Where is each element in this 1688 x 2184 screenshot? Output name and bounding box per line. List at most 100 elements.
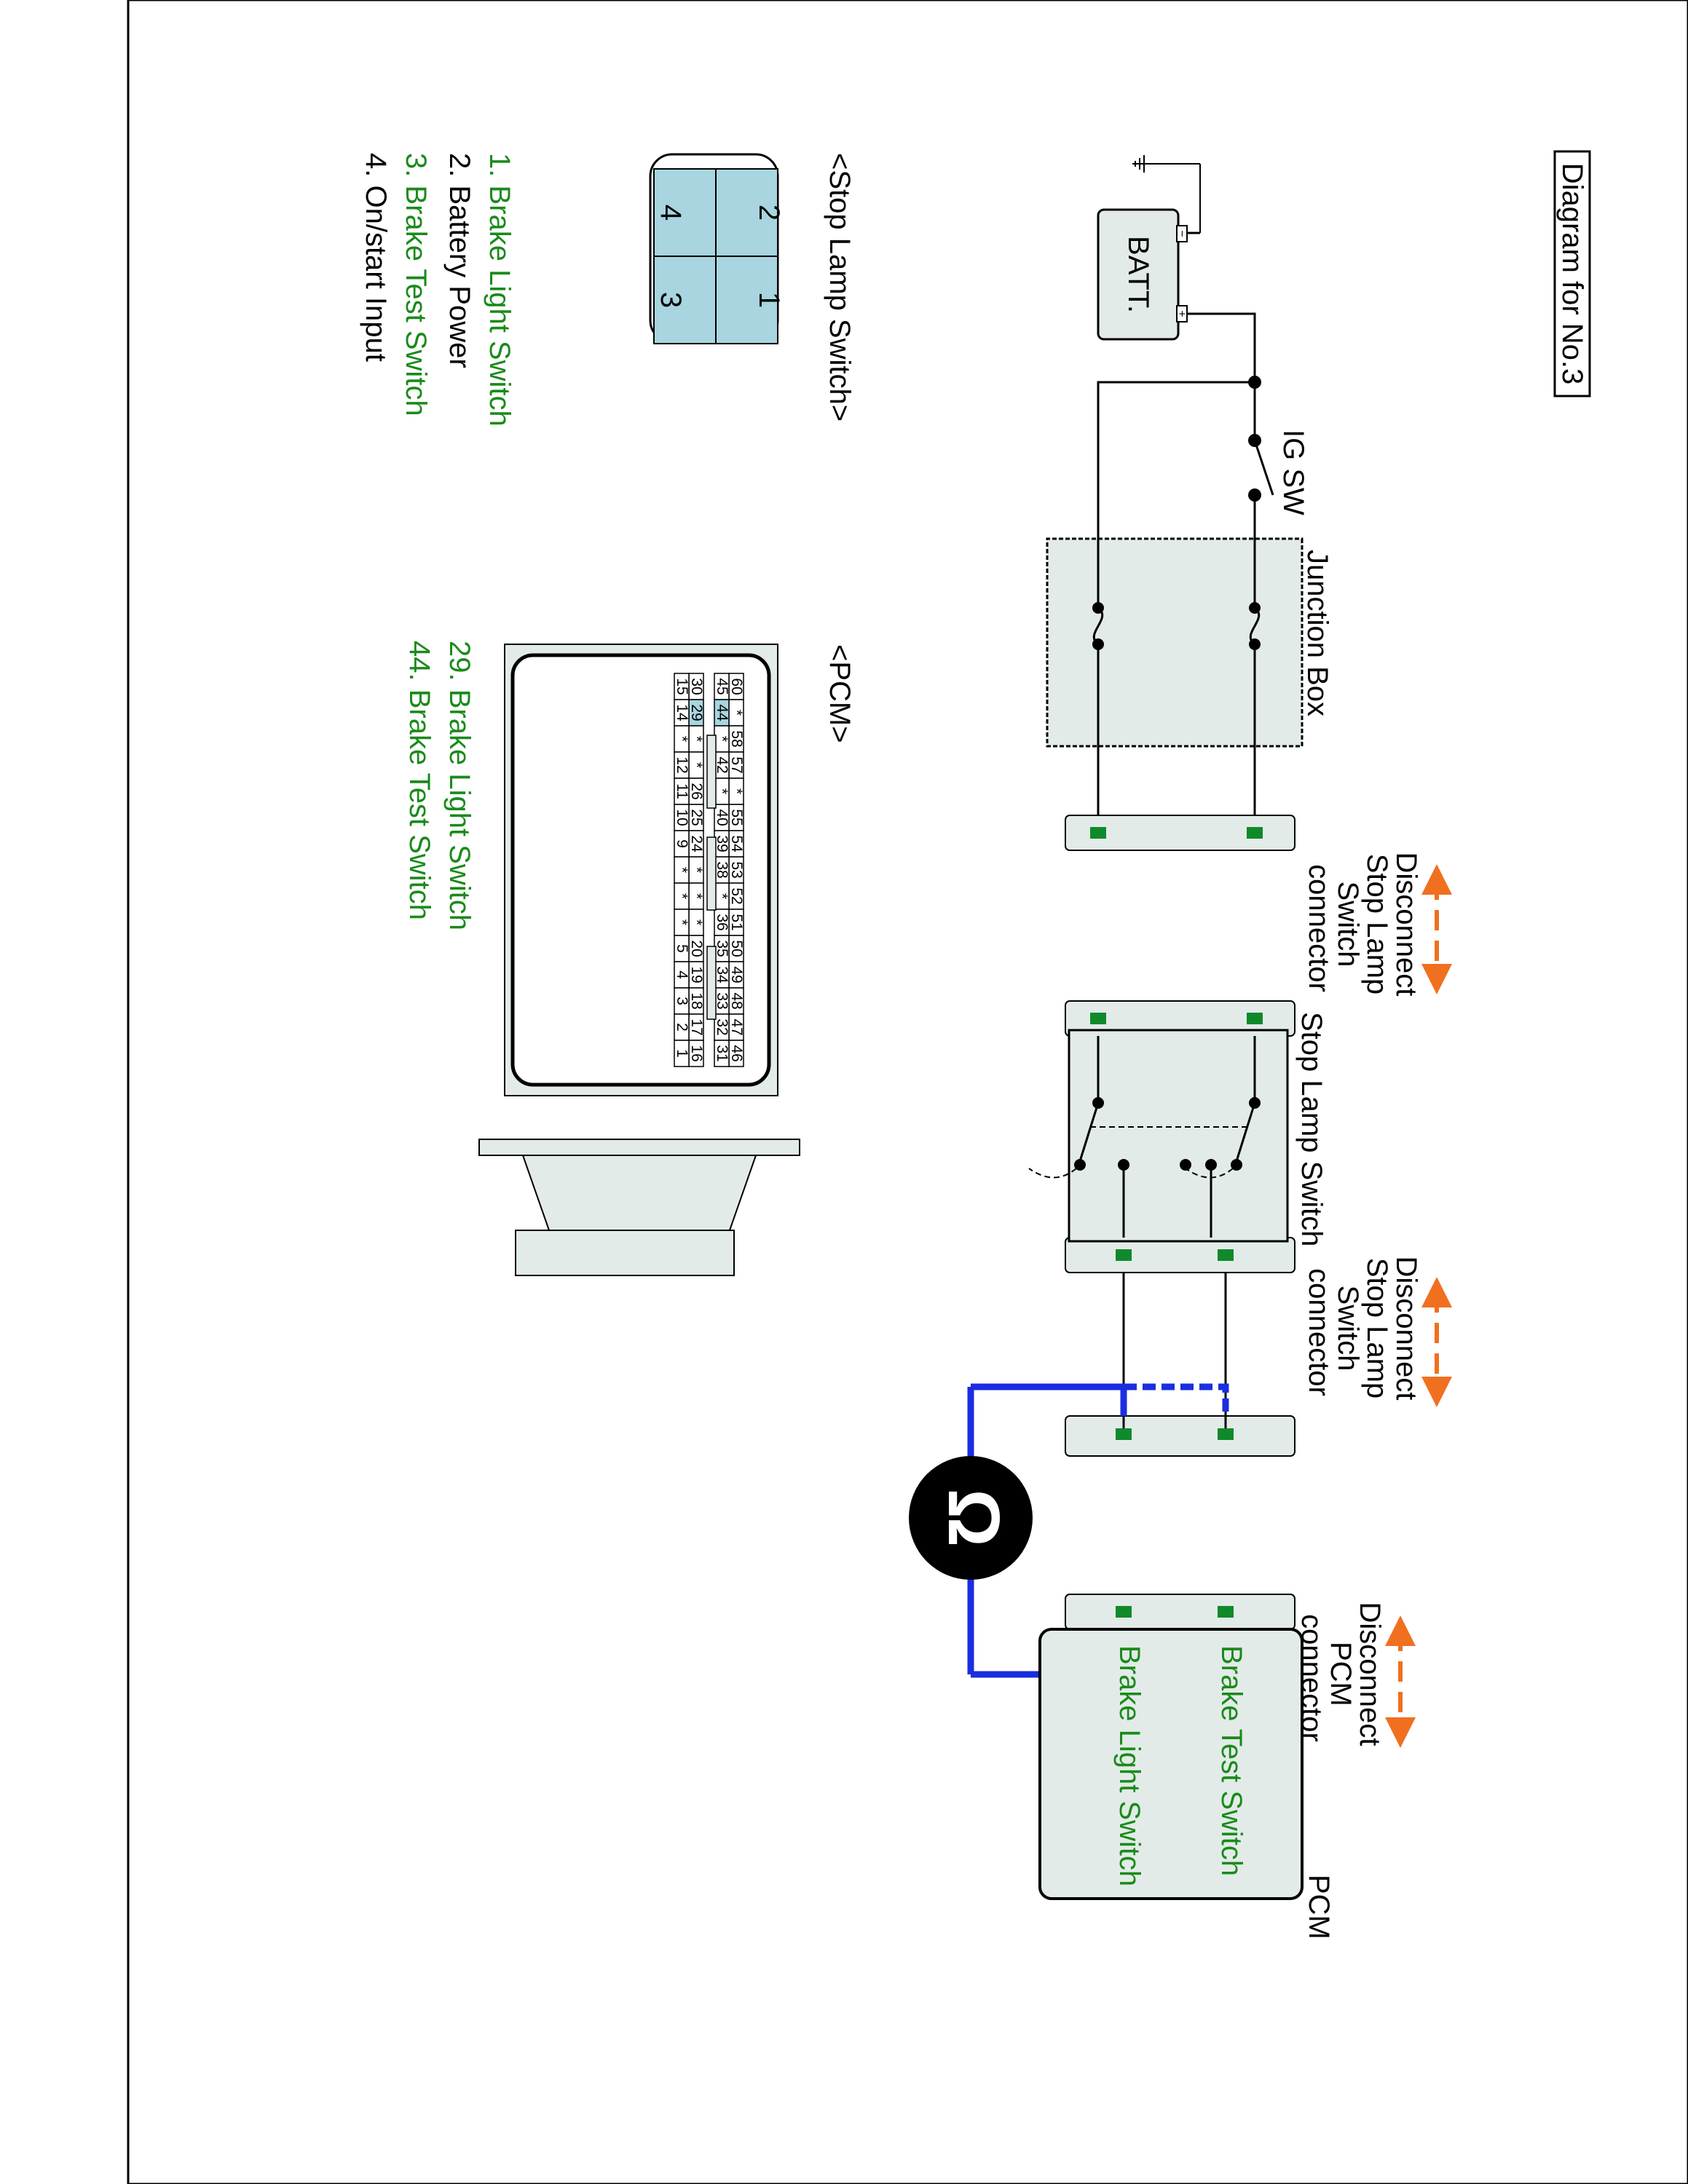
stop-lamp-legend: 1. Brake Light Switch 2. Battery Power 3…	[360, 153, 516, 427]
pcm-pin-label: 50	[728, 940, 745, 957]
pcm-pin-cell	[714, 1040, 730, 1067]
pcm-pin-label: *	[674, 893, 690, 899]
pcm-pin-label: 15	[674, 678, 690, 695]
pcm-pin-label: *	[674, 919, 690, 925]
pcm-key-slot	[706, 836, 717, 911]
pcm-pin-label: 58	[728, 730, 745, 747]
diagram-title: Diagram for No.3	[1553, 150, 1591, 397]
pcm-pin-label: 18	[688, 992, 705, 1009]
stop-lamp-connector: <Stop Lamp Switch> 2 1 4 3	[649, 153, 856, 422]
pcm-pin-label: *	[714, 788, 730, 794]
svg-text:<Stop Lamp Switch>: <Stop Lamp Switch>	[824, 153, 856, 422]
batt-label: BATT.	[1122, 236, 1154, 313]
pcm-pin-label: *	[688, 867, 705, 873]
svg-text:Diagram for No.3: Diagram for No.3	[1556, 163, 1588, 385]
pcm-pin-label: 53	[728, 861, 745, 878]
harness-wires	[1122, 1273, 1227, 1428]
battery: − + BATT.	[1097, 208, 1188, 341]
svg-text:IG SW: IG SW	[1277, 430, 1309, 515]
pcm-pin-label: *	[728, 788, 745, 794]
pcm-pin-label: *	[688, 762, 705, 768]
pcm-pin-label: 25	[688, 809, 705, 826]
svg-text:3: 3	[655, 292, 687, 308]
pcm-pin-label: 60	[728, 678, 745, 695]
pcm-pin-label: 26	[688, 783, 705, 799]
pcm-pin-label: 32	[714, 1018, 730, 1035]
stop-lamp-pin-grid	[653, 168, 778, 344]
pcm-pin-label: 3	[674, 997, 690, 1005]
junction-box: Junction Box	[1046, 537, 1333, 815]
pcm-pin-label: 54	[728, 835, 745, 852]
svg-text:Brake Test Switch: Brake Test Switch	[1215, 1645, 1247, 1876]
pcm-pin-label: 16	[688, 1045, 705, 1061]
pcm-pin-label: *	[714, 736, 730, 742]
ig-switch: IG SW	[1248, 376, 1309, 515]
pcm-pin-label: 2	[674, 1023, 690, 1032]
pcm-pin-label: 52	[728, 887, 745, 904]
pcm-pin-label: 17	[688, 1018, 705, 1035]
pcm-pin-label: 20	[688, 940, 705, 957]
pcm-pin-label: 44	[714, 704, 730, 721]
pcm-pin-label: 1	[674, 1049, 690, 1058]
pcm-pin-label: 40	[714, 809, 730, 826]
pcm-pin-label: 33	[714, 992, 730, 1009]
pcm-key-slot	[706, 735, 717, 809]
pcm-pin-label: 39	[714, 835, 730, 852]
pcm-pin-cell	[674, 1040, 690, 1067]
disconnect-marker-2: Disconnect Stop Lamp Switch connector	[1303, 1257, 1452, 1409]
svg-text:44. Brake Test Switch: 44. Brake Test Switch	[403, 641, 435, 920]
svg-text:PCM: PCM	[1303, 1875, 1335, 1939]
pcm-pin-label: 24	[688, 835, 705, 852]
svg-text:+: +	[1175, 310, 1188, 317]
ohmmeter-icon: Ω	[909, 1456, 1033, 1580]
svg-text:29. Brake Light Switch: 29. Brake Light Switch	[443, 641, 476, 930]
pcm-pin-label: 47	[728, 1018, 745, 1035]
page-border	[127, 0, 1688, 2184]
svg-text:Brake Light Switch: Brake Light Switch	[1113, 1645, 1145, 1886]
pcm-pin-label: *	[688, 919, 705, 925]
pcm-pin-label: 48	[728, 992, 745, 1009]
pcm-pin-label: 30	[688, 678, 705, 695]
pcm-pin-label: 51	[728, 914, 745, 930]
pcm-connector: <PCM> 60*5857*555453525150494847464544*4…	[478, 644, 856, 1276]
pcm-pin-label: *	[728, 710, 745, 716]
pcm-pin-label: 14	[674, 704, 690, 721]
svg-text:Disconnect PCM: Disconnect PCM connector	[1295, 1602, 1386, 1754]
stop-lamp-switch: Stop Lamp Switch	[1028, 1012, 1328, 1246]
disconnect-marker-3: Disconnect PCM connector	[1295, 1602, 1416, 1754]
pcm-pin-label: 49	[728, 966, 745, 983]
pcm-pin-label: *	[674, 736, 690, 742]
svg-text:3. Brake Test Switch: 3. Brake Test Switch	[400, 153, 432, 416]
pcm-pin-label: 4	[674, 970, 690, 979]
pcm-pin-label: 46	[728, 1045, 745, 1061]
svg-text:−: −	[1175, 230, 1188, 237]
svg-text:4: 4	[655, 205, 687, 221]
svg-text:<PCM>: <PCM>	[824, 644, 856, 743]
pcm-pin-label: 11	[674, 783, 690, 799]
pcm-pin-label: 29	[688, 704, 705, 721]
rotated-layout: Diagram for No.3 − + BATT.	[360, 150, 1591, 1939]
pcm-pin-label: 36	[714, 914, 730, 930]
pcm-pin-label: 19	[688, 966, 705, 983]
svg-text:Junction Box: Junction Box	[1301, 550, 1333, 716]
svg-text:Ω: Ω	[933, 1489, 1014, 1547]
svg-text:Disconnect Stop Lamp: Disconnect Stop Lamp Switch connector	[1303, 1257, 1422, 1409]
pcm-key-slot	[706, 946, 717, 1020]
pcm-pin-label: 45	[714, 678, 730, 695]
pcm-pin-label: 31	[714, 1045, 730, 1061]
pcm-pin-label: 57	[728, 756, 745, 773]
pcm-pin-label: *	[688, 736, 705, 742]
pcm-module: PCM Brake Test Switch Brake Light Switch	[1038, 1628, 1335, 1939]
svg-text:Stop Lamp Switch: Stop Lamp Switch	[1295, 1012, 1328, 1246]
pcm-pin-label: 38	[714, 861, 730, 878]
pcm-pin-label: 35	[714, 940, 730, 957]
pcm-pin-label: 5	[674, 944, 690, 953]
connector-terminals	[1090, 827, 1263, 1618]
supply-wires	[1097, 232, 1274, 539]
pcm-pin-label: 12	[674, 756, 690, 773]
svg-text:Disconnect Stop Lamp: Disconnect Stop Lamp Switch connector	[1303, 852, 1422, 1005]
pcm-pin-label: 42	[714, 756, 730, 773]
pcm-pin-label: 10	[674, 809, 690, 826]
pcm-pin-label: *	[714, 893, 730, 899]
